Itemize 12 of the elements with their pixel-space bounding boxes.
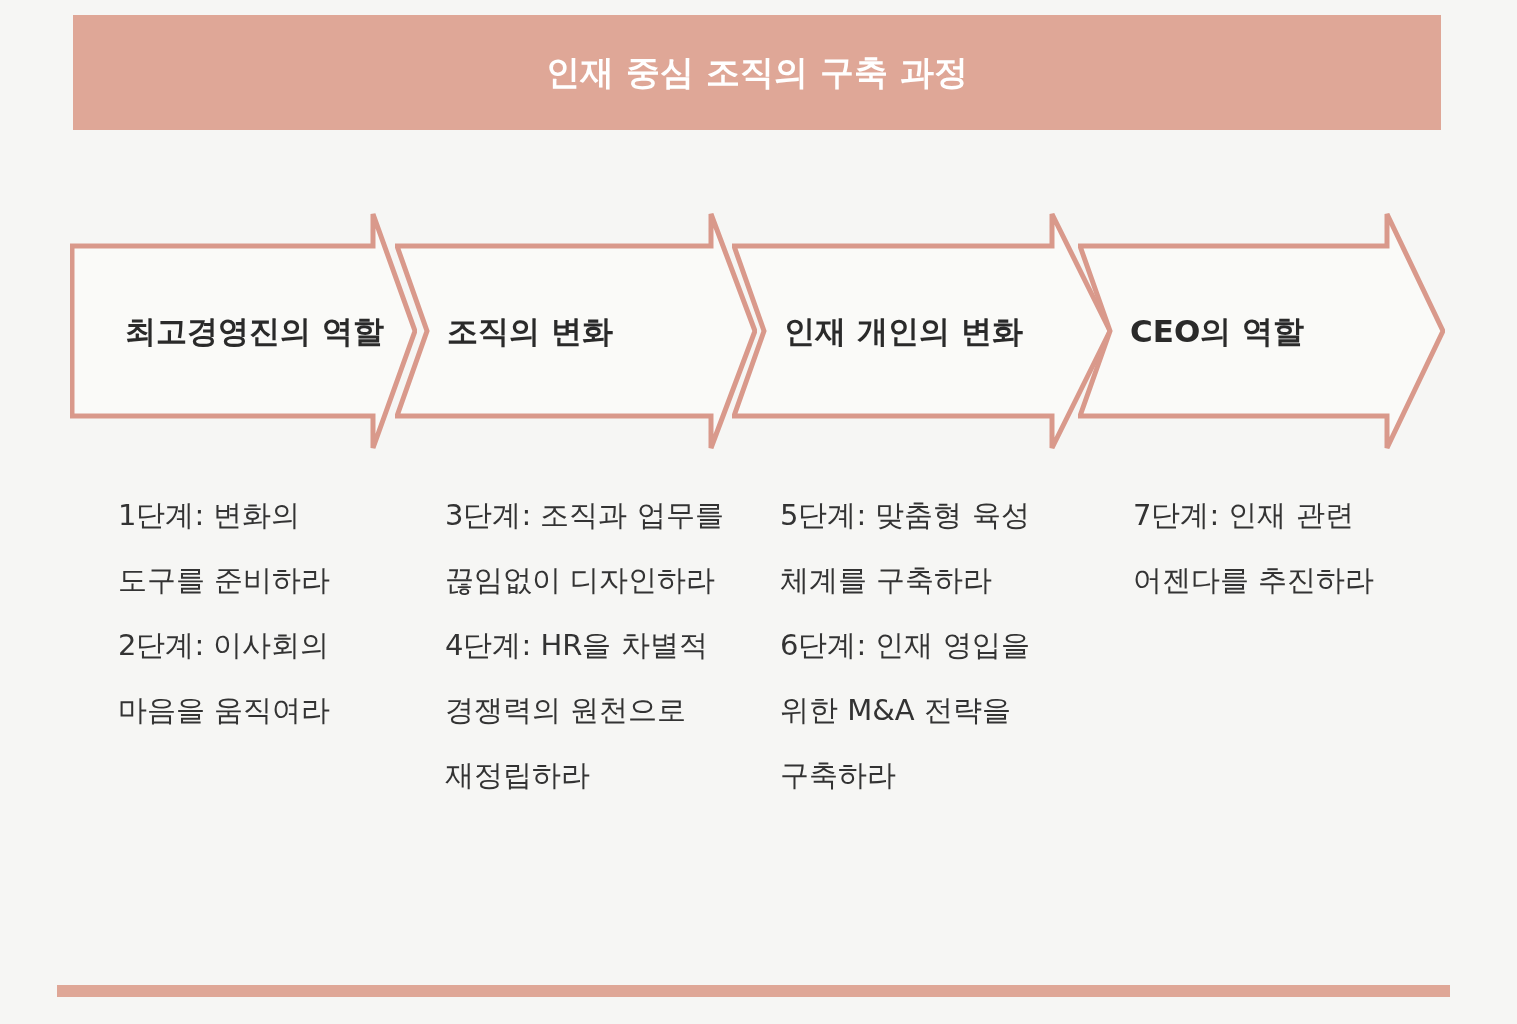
step-text: 7단계: 인재 관련 어젠다를 추진하라 [1133, 497, 1376, 599]
title-banner: 인재 중심 조직의 구축 과정 [73, 15, 1441, 130]
step-text: 2단계: 이사회의 마음을 움직여라 [118, 627, 332, 729]
step-text: 1단계: 변화의 도구를 준비하라 [118, 497, 332, 599]
stage-title: 최고경영진의 역할 [125, 311, 384, 351]
stage-title: CEO의 역할 [1130, 311, 1305, 351]
step-text: 5단계: 맞춤형 육성 체계를 구축하라 [780, 497, 1031, 599]
stage-title: 인재 개인의 변화 [784, 311, 1023, 351]
step-text: 3단계: 조직과 업무를 끊임없이 디자인하라 [445, 497, 725, 599]
step-text: 6단계: 인재 영입을 위한 M&A 전략을 구축하라 [780, 627, 1031, 794]
stage-title: 조직의 변화 [447, 311, 613, 351]
step-text: 4단계: HR을 차별적 경쟁력의 원천으로 재정립하라 [445, 627, 709, 794]
